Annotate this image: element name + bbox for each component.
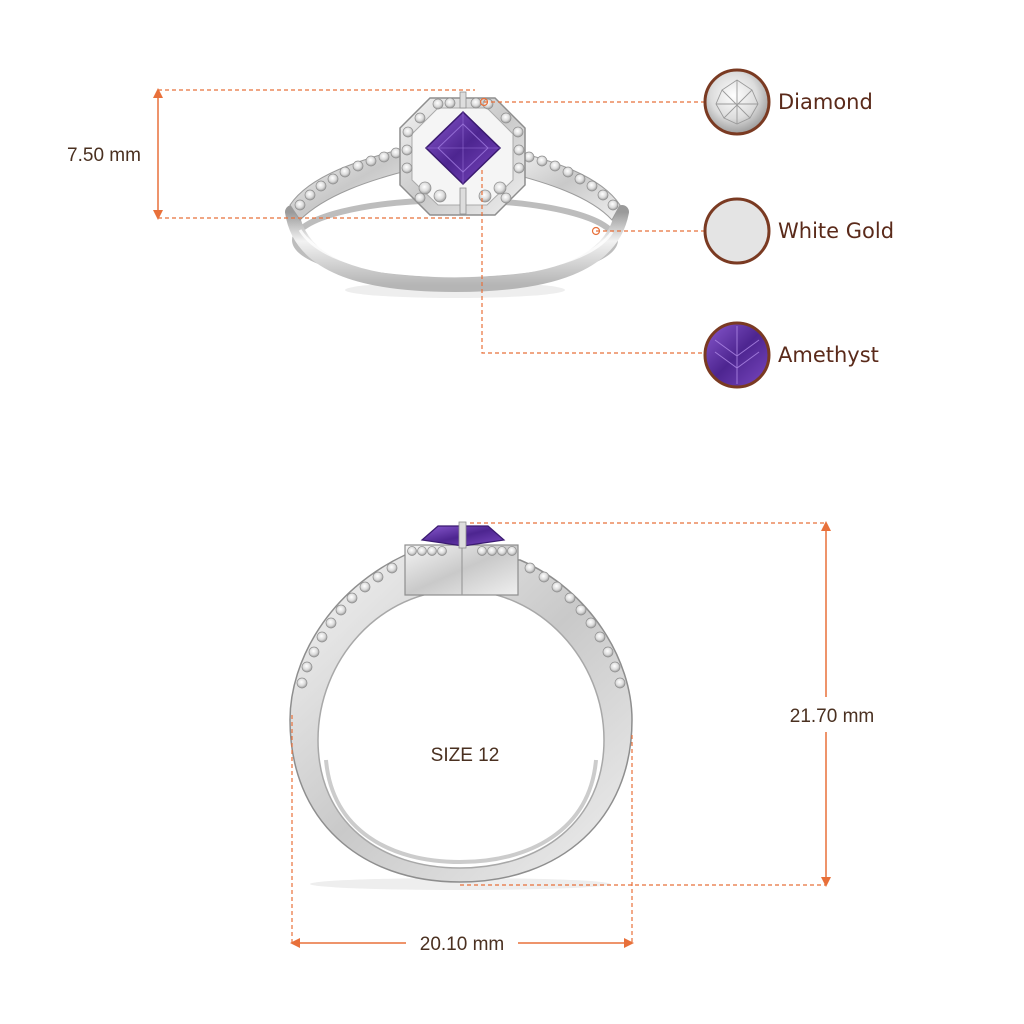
ring-top-view [285, 91, 629, 298]
ring-size-label: SIZE 12 [431, 745, 500, 766]
width-side-label: 20.10 mm [420, 934, 504, 955]
shoulder-diamonds [294, 147, 619, 211]
material-leader-lines [481, 101, 704, 354]
height-dimension-top: 7.50 mm [67, 88, 475, 220]
swatch-white-gold: White Gold [703, 197, 894, 265]
material-label-diamond: Diamond [778, 90, 873, 114]
height-side-label: 21.70 mm [790, 706, 874, 727]
height-dimension-side: 21.70 mm [460, 521, 874, 887]
leader-markers [479, 97, 601, 236]
material-label-white-gold: White Gold [778, 219, 894, 243]
height-top-label: 7.50 mm [67, 145, 141, 166]
width-dimension-side: 20.10 mm [290, 715, 634, 955]
swatch-diamond: Diamond [703, 68, 873, 136]
side-band-inner [317, 589, 605, 869]
side-shoulder-diamonds [296, 562, 626, 689]
ring-side-view [289, 521, 633, 890]
material-label-amethyst: Amethyst [778, 343, 879, 367]
swatch-amethyst: Amethyst [703, 321, 879, 389]
white-gold-swatch-icon [703, 197, 771, 265]
ring-band-front [285, 205, 629, 293]
